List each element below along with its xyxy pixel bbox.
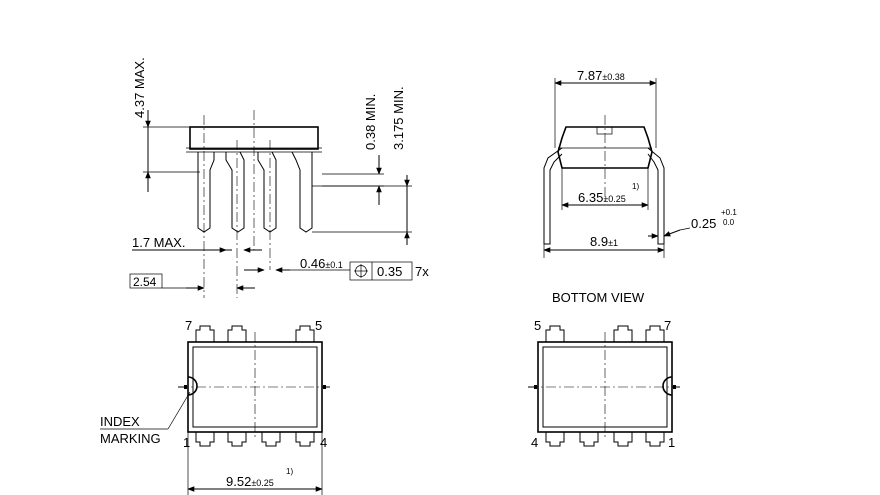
end-lead-right	[647, 147, 665, 245]
position-count: 7x	[415, 264, 429, 279]
top-view-pin-top-left: 7	[185, 318, 192, 333]
standoff-label: 0.38 MIN.	[363, 94, 378, 150]
lead-thickness-label: 0.46±0.1	[300, 256, 343, 271]
pitch-label: 2.54	[133, 275, 157, 289]
bottom-view: BOTTOM VIEW 5 7 4 1	[528, 290, 680, 450]
side-view: 4.37 MAX. 0.38 MIN. 3.175 MIN. 1.7 MAX. …	[129, 57, 429, 298]
side-leads	[197, 151, 313, 233]
body-length-note: 1)	[286, 467, 293, 476]
top-view-pin-bottom-right: 4	[320, 435, 327, 450]
lead-spread-label: 8.9±1	[590, 234, 618, 249]
pitch-box	[129, 273, 163, 289]
bottom-view-pins-top	[545, 325, 665, 342]
end-lead-left	[543, 147, 563, 245]
position-tolerance-value: 0.35	[377, 264, 402, 279]
bottom-view-pin-bottom-right: 1	[668, 435, 675, 450]
position-tolerance-frame: 0.35 7x	[349, 261, 429, 281]
lead-length-label: 3.175 MIN.	[391, 86, 406, 150]
end-view: 7.87±0.38 6.35±0.25 1) 8.9±1 0.25 +0.1 0…	[543, 68, 737, 258]
lead-width-end-label: 0.25	[691, 216, 716, 231]
bottom-view-pin-top-right: 7	[664, 318, 671, 333]
bottom-view-pins-bottom	[545, 432, 665, 447]
bottom-view-pin-top-left: 5	[534, 318, 541, 333]
index-label-line1: INDEX	[100, 414, 140, 429]
lead-width-label: 1.7 MAX.	[132, 235, 185, 250]
lead-width-tol-lower: 0.0	[723, 218, 735, 227]
index-label-line2: MARKING	[100, 431, 161, 446]
lead-width-tol-upper: +0.1	[721, 208, 737, 217]
side-height-label: 4.37 MAX.	[132, 57, 147, 118]
bottom-view-pin-bottom-left: 4	[531, 435, 538, 450]
row-spacing-label: 7.87±0.38	[577, 68, 625, 83]
top-view-pin-bottom-left: 1	[183, 435, 190, 450]
top-view-pins-bottom	[195, 432, 315, 447]
body-width-note: 1)	[632, 182, 639, 191]
top-view-pins-top	[195, 325, 315, 342]
bottom-index-notch	[662, 376, 673, 396]
body-width-label: 6.35±0.25	[578, 190, 626, 205]
body-length-label: 9.52±0.25	[226, 474, 274, 489]
bottom-view-title: BOTTOM VIEW	[552, 290, 645, 305]
top-view-pin-top-right: 5	[315, 318, 322, 333]
index-notch	[187, 376, 198, 396]
top-view: 7 5 1 4 INDEX MARKING 9.52±0.25 1)	[100, 318, 330, 495]
